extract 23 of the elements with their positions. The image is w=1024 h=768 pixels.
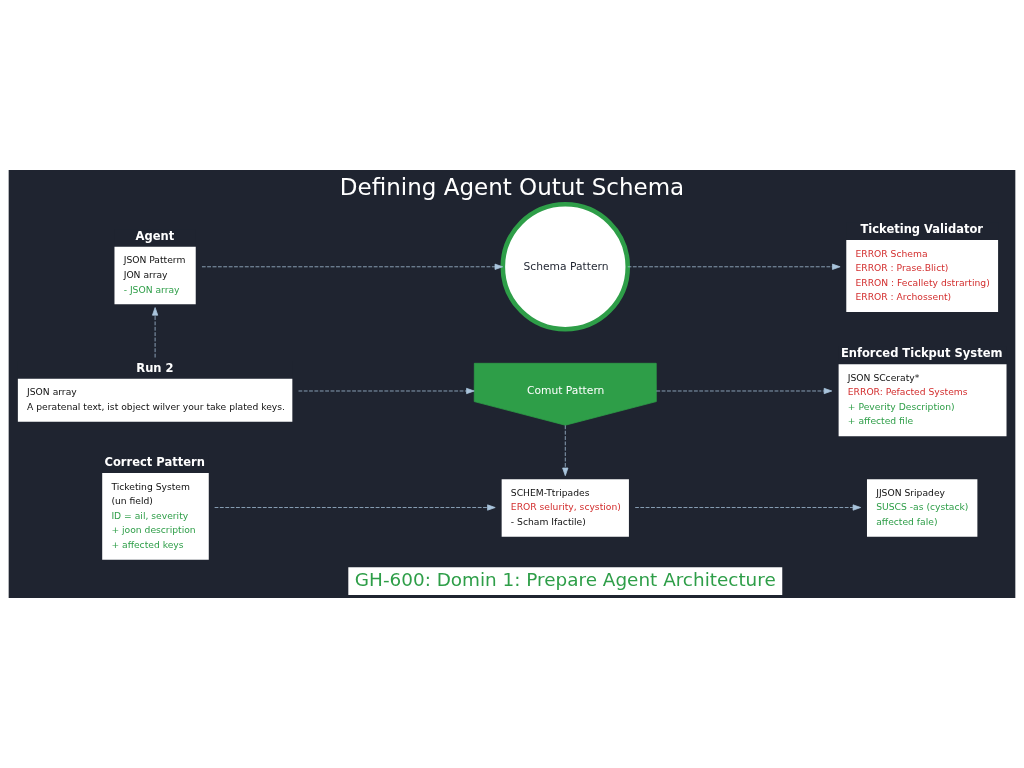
caption: GH-600: Domin 1: Prepare Agent Architecture: [354, 568, 776, 590]
node-label: Enforced Tickput System: [840, 346, 1003, 361]
node-label: Agent: [135, 228, 175, 243]
node-box: ERROR Schema ERROR : Prase.Blict) ERRON : Fecallety dstrarting) ERROR : Archossent): [846, 239, 999, 312]
diagram-title: Defining Agent Outut Schema: [339, 173, 685, 200]
node-box: JSON array A peratenal text, ist object wilver your take plated keys.: [17, 378, 293, 422]
arrow: [214, 504, 496, 511]
node-box: JJSON Sripadey SUSCS -as (cystack) affected fale): [867, 479, 978, 537]
node-label: Run 2: [136, 360, 174, 375]
arrow: [298, 387, 475, 395]
node-box: SCHEM-Ttripades EROR selurity, scystion) - Scham Ifactile): [501, 479, 629, 537]
node-label: Ticketing Validator: [860, 222, 984, 237]
arrow: [152, 307, 159, 358]
arrow: [634, 504, 862, 511]
arrow: [562, 425, 569, 477]
node-box: Ticketing System (un field) ID = ail, severity + joon description + affected keys: [102, 473, 209, 560]
arrow: [656, 387, 833, 395]
node-label: Correct Pattern: [104, 455, 205, 470]
node-box: JSON Patterm JON array - JSON array: [114, 246, 196, 305]
node-circle: Schema Pattern: [500, 202, 631, 332]
arrow: [201, 263, 504, 270]
arrow: [627, 263, 841, 270]
node-box: JSON SCceraty* ERROR: Pefacted Systems + Peverity Description) + affected file: [838, 364, 1007, 437]
